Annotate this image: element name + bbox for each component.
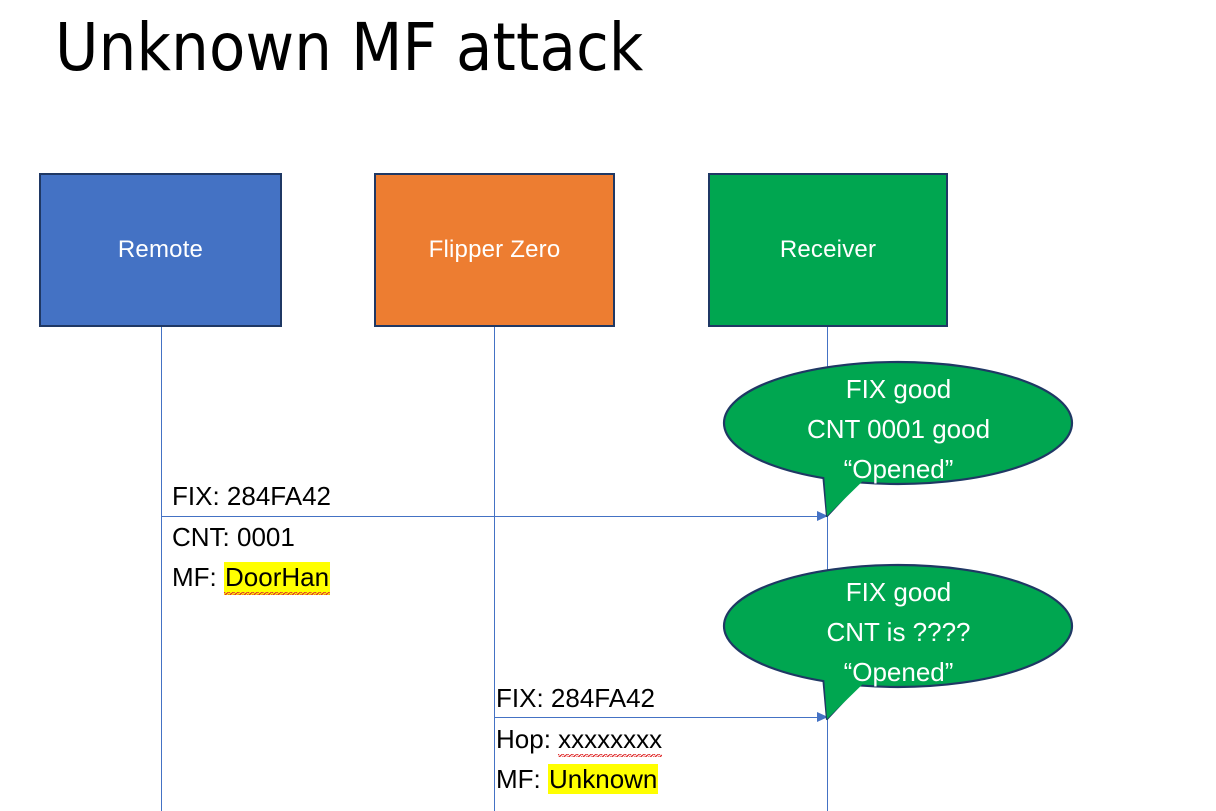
actor-label-remote: Remote — [117, 236, 204, 263]
actor-box-remote[interactable]: Remote — [39, 173, 282, 327]
message-2-hop-value: xxxxxxxx — [558, 724, 663, 757]
message-1-mf-line: MF: DoorHan — [172, 557, 331, 597]
page-title: Unknown MF attack — [55, 9, 644, 86]
message-1-label-above: FIX: 284FA42 — [172, 476, 331, 516]
message-2-hop-prefix: Hop: — [496, 724, 559, 754]
message-1-fix-line: FIX: 284FA42 — [172, 481, 331, 511]
lifeline-flipper — [494, 327, 495, 811]
callout-bubble-receiver-1: FIX good CNT 0001 good “Opened” — [722, 360, 1074, 520]
message-2-mf-line: MF: Unknown — [496, 759, 662, 799]
message-1-label-below: CNT: 0001 MF: DoorHan — [172, 517, 331, 597]
callout-shape-1 — [722, 360, 1074, 518]
message-1-cnt-line: CNT: 0001 — [172, 522, 295, 552]
callout-shape-2 — [722, 563, 1074, 721]
message-2-mf-prefix: MF: — [496, 764, 548, 794]
lifeline-remote — [161, 327, 162, 811]
message-2-mf-value: Unknown — [548, 764, 659, 794]
message-arrow-flipper-to-receiver — [495, 712, 828, 722]
message-2-fix-line: FIX: 284FA42 — [496, 683, 655, 713]
message-2-hop-line: Hop: xxxxxxxx — [496, 719, 663, 759]
callout-bubble-receiver-2: FIX good CNT is ???? “Opened” — [722, 563, 1074, 723]
message-1-mf-value: DoorHan — [224, 562, 331, 595]
actor-label-flipper: Flipper Zero — [428, 236, 561, 263]
actor-box-receiver[interactable]: Receiver — [708, 173, 948, 327]
message-2-label-below: Hop: xxxxxxxx MF: Unknown — [496, 719, 663, 799]
message-1-mf-prefix: MF: — [172, 562, 224, 592]
actor-label-receiver: Receiver — [779, 236, 877, 263]
message-arrow-remote-to-receiver — [162, 511, 828, 521]
message-2-label-above: FIX: 284FA42 — [496, 678, 655, 718]
actor-box-flipper[interactable]: Flipper Zero — [374, 173, 615, 327]
